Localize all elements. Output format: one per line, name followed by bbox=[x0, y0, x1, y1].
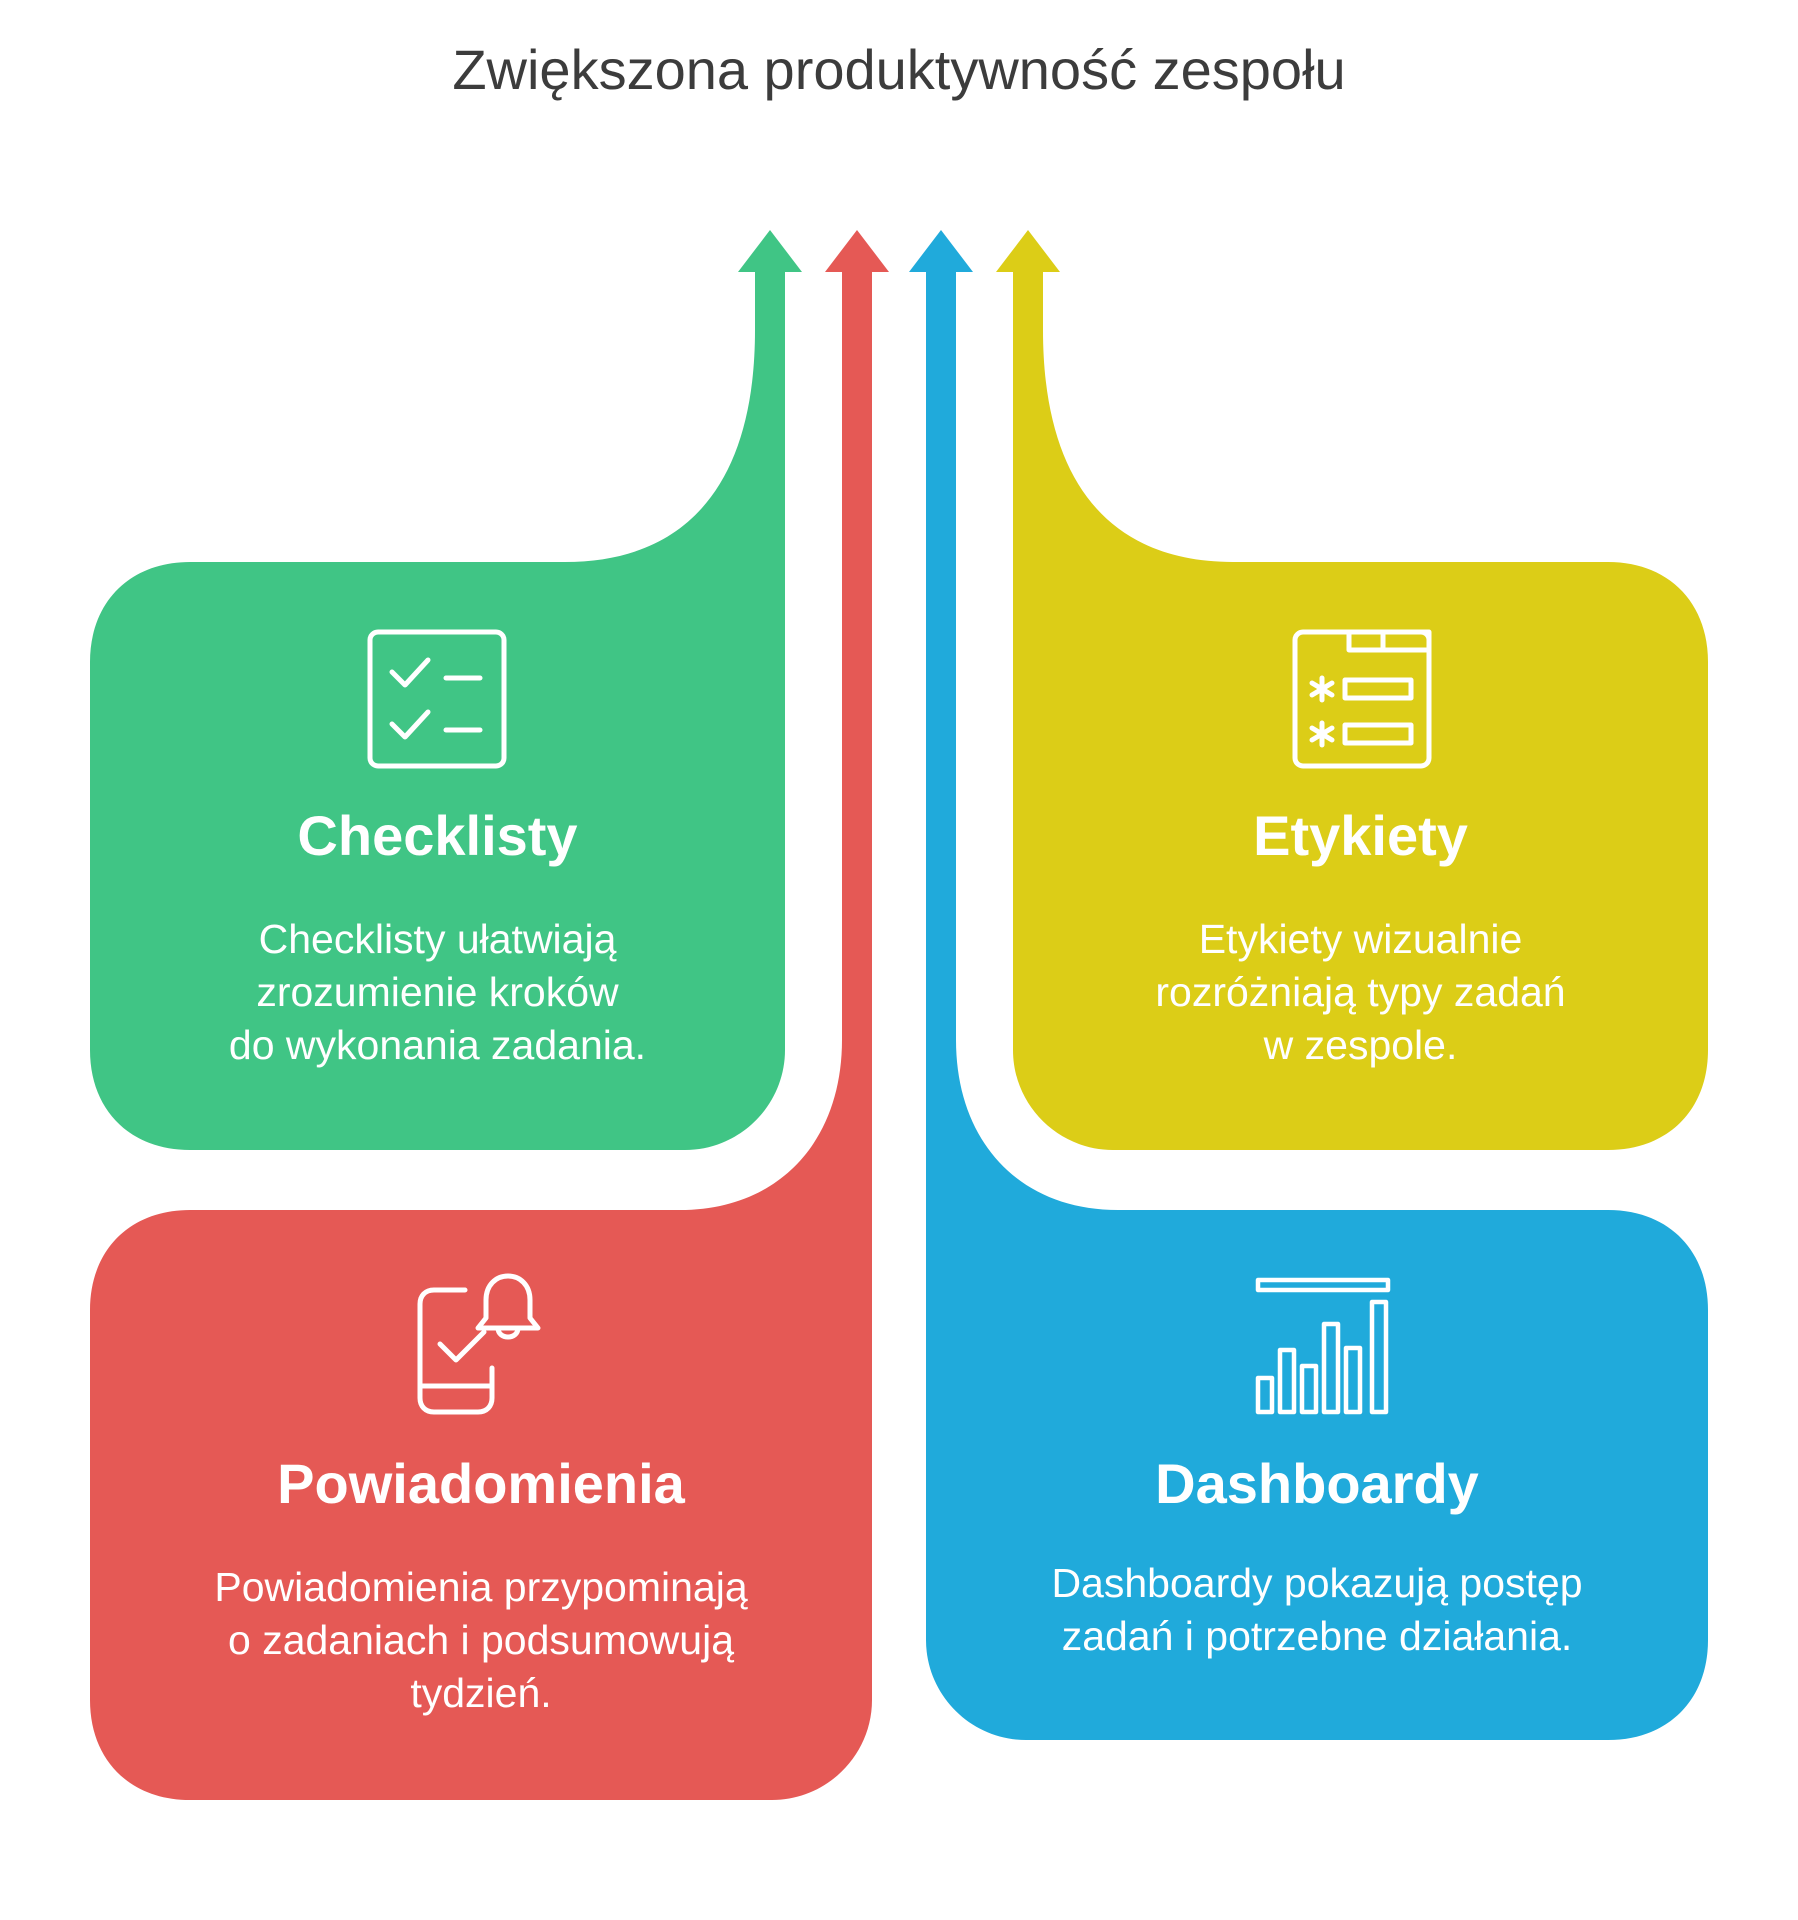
card-heading: Dashboardy bbox=[1155, 1452, 1479, 1515]
powiadomienia-shape bbox=[90, 230, 889, 1800]
description-line: zadań i potrzebne działania. bbox=[1061, 1613, 1573, 1659]
card-powiadomienia: Powiadomienia Powiadomienia przypominają… bbox=[90, 1451, 872, 1720]
dashboardy-shape bbox=[909, 230, 1708, 1740]
description-line: zrozumienie kroków bbox=[256, 969, 619, 1015]
description-line: o zadaniach i podsumowują bbox=[228, 1617, 734, 1663]
description-line: tydzień. bbox=[410, 1670, 552, 1716]
checklisty-shape bbox=[90, 230, 802, 1150]
phone-bell-icon bbox=[417, 1273, 541, 1415]
card-heading: Powiadomienia bbox=[277, 1452, 685, 1515]
card-description: Powiadomienia przypominają o zadaniach i… bbox=[90, 1561, 872, 1720]
card-description: Etykiety wizualnie rozróżniają typy zada… bbox=[1013, 913, 1708, 1072]
card-etykiety: Etykiety Etykiety wizualnie rozróżniają … bbox=[1013, 803, 1708, 1072]
description-line: Checklisty ułatwiają bbox=[258, 916, 617, 962]
description-line: Dashboardy pokazują postęp bbox=[1051, 1560, 1583, 1606]
checklisty-card bbox=[90, 230, 802, 1150]
card-checklisty: Checklisty Checklisty ułatwiają zrozumie… bbox=[90, 803, 785, 1072]
card-heading: Checklisty bbox=[297, 804, 578, 867]
label-board-icon bbox=[1292, 629, 1432, 769]
etykiety-card bbox=[996, 230, 1708, 1150]
card-description: Checklisty ułatwiają zrozumienie kroków … bbox=[90, 913, 785, 1072]
bar-chart-icon bbox=[1255, 1277, 1391, 1415]
etykiety-shape bbox=[996, 230, 1708, 1150]
dashboardy-card bbox=[909, 230, 1708, 1740]
description-line: Powiadomienia przypominają bbox=[214, 1564, 748, 1610]
description-line: w zespole. bbox=[1263, 1022, 1458, 1068]
card-heading: Etykiety bbox=[1253, 804, 1468, 867]
description-line: do wykonania zadania. bbox=[228, 1022, 647, 1068]
card-dashboardy: Dashboardy Dashboardy pokazują postęp za… bbox=[926, 1451, 1708, 1663]
powiadomienia-card bbox=[90, 230, 889, 1800]
checklist-icon bbox=[367, 629, 507, 769]
diagram-title: Zwiększona produktywność zespołu bbox=[452, 38, 1346, 101]
description-line: Etykiety wizualnie bbox=[1198, 916, 1523, 962]
card-description: Dashboardy pokazują postęp zadań i potrz… bbox=[926, 1557, 1708, 1663]
description-line: rozróżniają typy zadań bbox=[1155, 969, 1566, 1015]
